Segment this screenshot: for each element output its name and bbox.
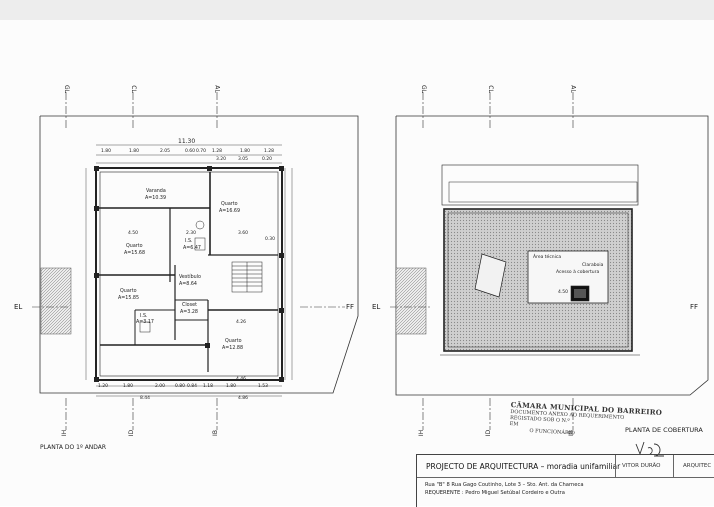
room-area-vestibulo: A=8.64 bbox=[179, 282, 197, 287]
dim-bottom-1: 1.80 bbox=[123, 384, 134, 389]
project-requester: REQUERENTE : Pedro Miguel Setúbal Cordei… bbox=[425, 490, 565, 496]
room-name-is-2: I.S. bbox=[140, 314, 148, 319]
room-area-quarto-3: A=15.85 bbox=[118, 296, 140, 301]
dim-bottom-6: 1.80 bbox=[226, 384, 237, 389]
hatch-strip-left bbox=[40, 267, 72, 335]
grid-label-gl-top-right: GL bbox=[420, 85, 427, 93]
dim-top-6: 1.80 bbox=[240, 149, 251, 154]
grid-label-ih-bottom-right: IH bbox=[418, 429, 426, 437]
room-area-quarto-1: A=16.69 bbox=[219, 209, 241, 214]
dim-second-1: 3.05 bbox=[238, 157, 249, 162]
room-area-quarto-4: A=12.88 bbox=[222, 346, 244, 351]
roof-label-skylight: Claraboia bbox=[582, 263, 604, 268]
roof-label-roof-access: Acesso à cobertura bbox=[556, 270, 600, 275]
project-address: Rua "B" 8 Rua Gago Coutinho, Lote 3 – St… bbox=[425, 482, 584, 488]
plot-boundary-left bbox=[39, 115, 359, 394]
dim-second-2: 0.20 bbox=[262, 157, 273, 162]
dim-mid-4: 4.26 bbox=[236, 320, 247, 325]
architect-role: ARQUITEC bbox=[683, 463, 712, 469]
grid-label-id-bottom-right: ID bbox=[485, 429, 493, 437]
room-area-is-1: A=6.47 bbox=[183, 246, 201, 251]
dim-mid-2: 3.60 bbox=[238, 231, 249, 236]
dim-bottom-3: 0.80 bbox=[175, 384, 186, 389]
dim-top-4: 0.70 bbox=[196, 149, 207, 154]
dim-bottom-total-1: 8.44 bbox=[140, 396, 151, 401]
title-block: PROJECTO DE ARQUITECTURA – moradia unifa… bbox=[416, 454, 714, 507]
room-area-varanda: A=10.39 bbox=[145, 196, 167, 201]
room-name-quarto-3: Quarto bbox=[120, 289, 137, 294]
room-name-vestibulo: Vestíbulo bbox=[179, 275, 201, 280]
grid-label-el-left: EL bbox=[14, 303, 23, 311]
title-block-header: PROJECTO DE ARQUITECTURA – moradia unifa… bbox=[417, 455, 714, 478]
room-area-closet: A=3.28 bbox=[180, 310, 198, 315]
roof-dimension: 4.50 bbox=[558, 290, 569, 295]
grid-lines-right bbox=[390, 92, 574, 430]
dim-bottom-2: 2.00 bbox=[155, 384, 166, 389]
room-name-quarto-4: Quarto bbox=[225, 339, 242, 344]
dim-mid-0: 4.50 bbox=[128, 231, 139, 236]
title-block-divider-2 bbox=[673, 455, 674, 477]
grid-label-ib-bottom-left: IB bbox=[211, 430, 219, 436]
dim-mid-1: 2.30 bbox=[186, 231, 197, 236]
grid-label-gl-top-left: GL bbox=[63, 85, 70, 93]
plot-boundary-right bbox=[395, 115, 709, 396]
grid-label-ff-right: FF bbox=[690, 303, 699, 311]
grid-lines-left bbox=[32, 92, 345, 430]
dim-top-5: 1.28 bbox=[212, 149, 223, 154]
dim-mid-5: 4.46 bbox=[236, 377, 247, 382]
grid-label-al-top-left: AL bbox=[213, 85, 221, 93]
room-name-is-1: I.S. bbox=[185, 239, 193, 244]
roof-plan bbox=[440, 164, 640, 356]
grid-label-cl-top-left: CL bbox=[129, 85, 137, 93]
caption-first-floor-plan: PLANTA DO 1º ANDAR bbox=[40, 444, 107, 451]
dim-bottom-7: 1.53 bbox=[258, 384, 269, 389]
room-name-quarto-2: Quarto bbox=[126, 244, 143, 249]
room-name-closet: Closet bbox=[182, 303, 197, 308]
dim-second-0: 3.20 bbox=[216, 157, 227, 162]
room-name-quarto-1: Quarto bbox=[221, 202, 238, 207]
grid-label-ih-bottom-left: IH bbox=[61, 429, 69, 437]
grid-label-cl-top-right: CL bbox=[486, 85, 494, 93]
dim-bottom-total-2: 4.86 bbox=[238, 396, 249, 401]
dim-top-1: 1.80 bbox=[129, 149, 140, 154]
grid-label-id-bottom-left: ID bbox=[128, 429, 136, 437]
roof-label-technical-area: Área técnica bbox=[533, 255, 562, 260]
dim-top-3: 0.60 bbox=[185, 149, 196, 154]
first-floor-plan bbox=[85, 144, 293, 397]
dim-top-7: 1.28 bbox=[264, 149, 275, 154]
viewer-top-bar bbox=[0, 0, 714, 20]
grid-label-el-right: EL bbox=[372, 303, 381, 311]
dim-bottom-5: 1.18 bbox=[203, 384, 214, 389]
dim-overall: 11.30 bbox=[178, 138, 196, 145]
caption-roof-plan: PLANTA DE COBERTURA bbox=[625, 426, 703, 434]
title-block-divider-1 bbox=[615, 455, 616, 477]
dim-top-2: 2.05 bbox=[160, 149, 171, 154]
room-name-varanda: Varanda bbox=[146, 189, 166, 194]
grid-label-ff-left: FF bbox=[346, 303, 355, 311]
hatch-strip-right bbox=[395, 267, 427, 335]
dim-bottom-4: 0.84 bbox=[187, 384, 198, 389]
room-area-quarto-2: A=15.68 bbox=[124, 251, 146, 256]
project-title: PROJECTO DE ARQUITECTURA – moradia unifa… bbox=[426, 462, 621, 471]
dim-top-0: 1.80 bbox=[101, 149, 112, 154]
architect-name: VITOR DURÃO bbox=[622, 463, 661, 469]
grid-label-al-top-right: AL bbox=[569, 85, 577, 93]
dim-bottom-0: 1.20 bbox=[98, 384, 109, 389]
dim-mid-3: 0.30 bbox=[265, 237, 276, 242]
room-area-is-2: A=3.17 bbox=[136, 320, 154, 325]
